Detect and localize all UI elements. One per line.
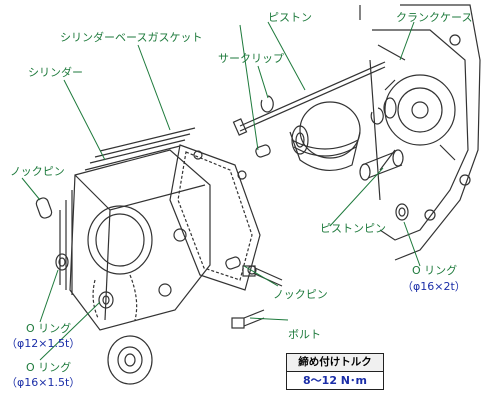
label-oring-left-2-size: （φ16×1.5t） xyxy=(6,376,81,389)
label-dowel-pin-bottom: ノックピン xyxy=(273,288,328,301)
torque-spec-box: 締め付けトルク 8～12 N･m xyxy=(286,353,384,390)
label-oring-right-size: （φ16×2t） xyxy=(402,280,466,293)
stud-bolt-drawing xyxy=(232,61,386,136)
label-piston: ピストン xyxy=(268,11,312,24)
bolt-lower-drawing xyxy=(231,309,265,329)
dowel-pin-top-drawing xyxy=(255,144,271,158)
label-crankcase: クランクケース xyxy=(396,11,473,24)
label-oring-left-1: O リング xyxy=(26,322,72,335)
piston-pin-drawing xyxy=(359,149,404,181)
label-oring-left-1-size: （φ12×1.5t） xyxy=(6,337,81,350)
crankcase-drawing xyxy=(359,4,481,261)
leader-lines xyxy=(21,21,421,361)
torque-value: 8～12 N･m xyxy=(303,374,367,387)
torque-title: 締め付けトルク xyxy=(287,354,383,372)
label-cylinder-base-gasket: シリンダーベースガスケット xyxy=(60,31,203,44)
tensioner-pulley-drawing xyxy=(107,335,153,385)
label-cylinder: シリンダー xyxy=(28,66,83,79)
label-dowel-pin-left: ノックピン xyxy=(10,165,65,178)
label-circlip: サークリップ xyxy=(218,52,284,65)
dowel-pin-left-drawing xyxy=(35,197,53,219)
label-piston-pin: ピストンピン xyxy=(320,222,386,235)
label-bolt: ボルト xyxy=(288,328,321,341)
dowel-pin-bottom-drawing xyxy=(225,256,241,270)
label-oring-right: O リング xyxy=(412,264,458,277)
circlip-drawing xyxy=(260,95,384,125)
cylinder-base-gasket-drawing xyxy=(169,144,261,291)
label-oring-left-2: O リング xyxy=(26,361,72,374)
oring-left-drawing xyxy=(55,253,114,309)
cylinder-drawing xyxy=(59,127,211,331)
oring-right-drawing xyxy=(395,203,409,221)
piston-drawing xyxy=(289,101,361,171)
